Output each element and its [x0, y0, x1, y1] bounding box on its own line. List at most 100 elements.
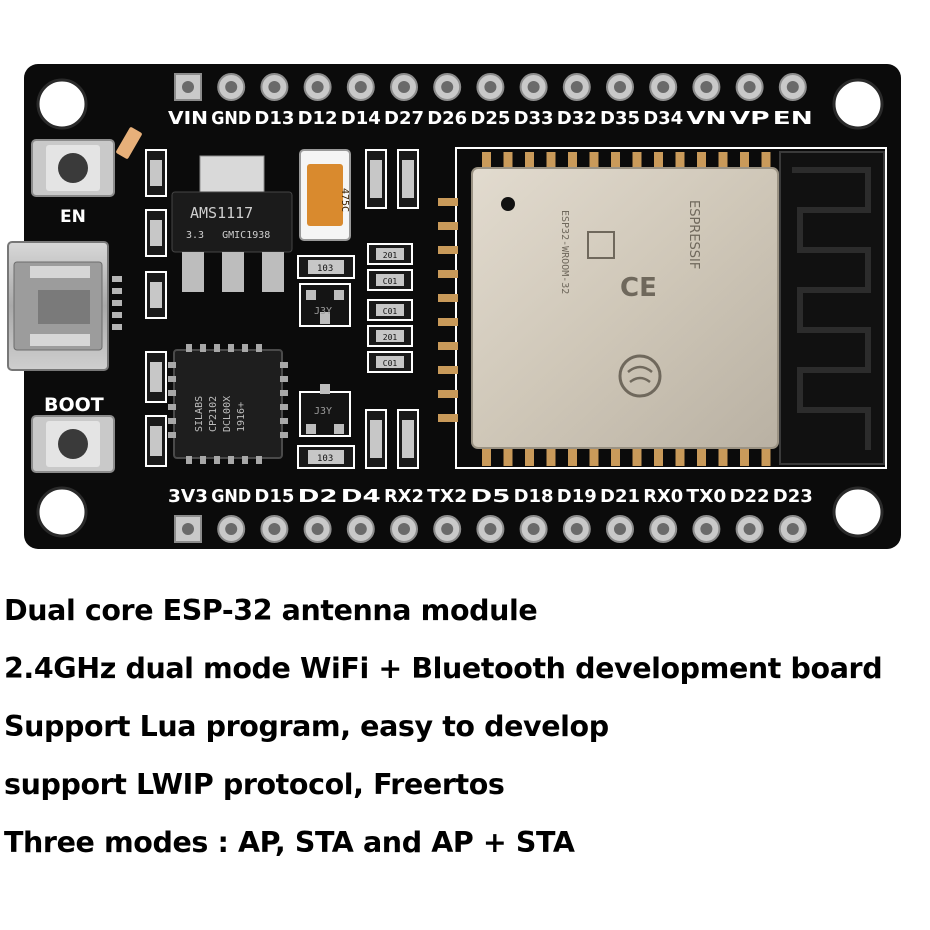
module-pin	[589, 448, 599, 466]
bottom-pin-holes	[174, 515, 807, 543]
module-pin	[438, 222, 458, 230]
smd-resistor-code: 201	[383, 251, 398, 260]
module-pin	[438, 198, 458, 206]
module-pin	[525, 152, 534, 170]
pin-hole	[476, 73, 505, 101]
transistor-bottom	[299, 384, 351, 437]
module-pin	[697, 448, 706, 466]
boot-button[interactable]	[31, 415, 115, 473]
regulator-label: AMS1117	[190, 204, 253, 222]
smd-resistor-body	[376, 356, 404, 368]
feature-item: Support Lua program, easy to develop	[4, 710, 609, 743]
module-pin	[632, 448, 642, 466]
pin-hole	[476, 515, 505, 543]
module-pin	[718, 152, 728, 170]
module-castellated-pins	[438, 152, 771, 466]
pin-hole	[562, 73, 591, 101]
module-pin	[611, 448, 620, 466]
module-pin	[654, 448, 663, 466]
resistor-103-bottom-code: 103	[317, 454, 333, 464]
module-pin	[546, 152, 556, 170]
pin-label: D35	[600, 108, 640, 129]
capacitor-label: 475C	[339, 188, 350, 212]
pin-label: D34	[643, 108, 683, 129]
pin-label: TX0	[686, 486, 726, 507]
module-pin	[611, 152, 620, 170]
module-pin	[438, 366, 458, 374]
pin-hole	[778, 515, 807, 543]
pin-hole	[217, 515, 246, 543]
pin-label: RX0	[643, 486, 683, 507]
transistor-top-code: J3Y	[314, 306, 332, 317]
micro-usb-port[interactable]	[7, 241, 109, 371]
pin-label: D23	[773, 486, 813, 507]
module-pin	[438, 270, 458, 278]
pin-hole	[606, 73, 634, 101]
mounting-holes	[36, 78, 884, 538]
pin-label: D18	[514, 486, 554, 507]
pin-label: D15	[254, 486, 294, 507]
smd-resistor-code: C01	[383, 277, 398, 286]
pin-hole	[303, 73, 332, 101]
pin-hole	[519, 73, 548, 101]
pin-hole	[346, 73, 375, 101]
pin-hole	[649, 515, 678, 543]
pin-hole	[692, 515, 721, 543]
pin-hole	[519, 515, 548, 543]
pin-hole	[649, 73, 678, 101]
boot-button-label: BOOT	[44, 394, 104, 416]
module-pin	[697, 152, 706, 170]
pin-label: D13	[254, 108, 294, 129]
pin-label: D25	[470, 108, 510, 129]
module-pin	[482, 448, 491, 466]
usb-esd-chip	[112, 276, 122, 330]
module-pin	[503, 152, 513, 170]
pin-hole	[260, 73, 289, 101]
module-pin	[568, 448, 577, 466]
pin-label: GND	[211, 108, 251, 129]
smd-resistor-code: C01	[383, 307, 398, 316]
usb-uart-chip-text: SILABS CP2102 DCL00X 1916+	[194, 396, 247, 432]
module-pin	[589, 152, 599, 170]
module-pin	[438, 294, 458, 302]
pin-hole	[735, 73, 764, 101]
pin-hole	[260, 515, 289, 543]
module-model: ESP32-WROOM-32	[559, 210, 570, 294]
pin-label: D14	[341, 108, 381, 129]
bottom-resistors	[365, 409, 419, 469]
pin-hole	[735, 515, 764, 543]
chip-line-1: SILABS	[194, 396, 205, 432]
pin-label: RX2	[384, 486, 424, 507]
top-resistors	[365, 149, 419, 209]
feature-item: Dual core ESP-32 antenna module	[4, 594, 538, 627]
feature-item: support LWIP protocol, Freertos	[4, 768, 505, 801]
pin-hole	[433, 515, 462, 543]
pin-hole	[303, 515, 332, 543]
chip-line-3: DCL00X	[222, 396, 233, 432]
resistor-103-top	[297, 255, 355, 279]
resistor-103-bottom	[297, 445, 355, 469]
module-pin	[525, 448, 534, 466]
module-pin	[568, 152, 577, 170]
smd-resistor-code: C01	[383, 359, 398, 368]
pin-label: D12	[298, 108, 338, 129]
smd-resistor-body	[376, 304, 404, 316]
pin-label: VN	[686, 108, 726, 129]
tantalum-capacitor	[299, 149, 351, 241]
pin-label: D5	[470, 486, 510, 507]
pin-hole	[562, 515, 591, 543]
module-pin	[718, 448, 728, 466]
module-brand: ESPRESSIF	[686, 200, 701, 269]
pin-label: D2	[298, 486, 338, 507]
en-button[interactable]	[31, 139, 115, 197]
feature-item: Three modes : AP, STA and AP + STA	[4, 826, 575, 859]
module-pin	[740, 152, 749, 170]
pin-hole	[217, 73, 246, 101]
module-pin	[654, 152, 663, 170]
smd-led	[116, 127, 142, 159]
pin-label: TX2	[427, 486, 467, 507]
pin-label: VP	[730, 108, 770, 129]
